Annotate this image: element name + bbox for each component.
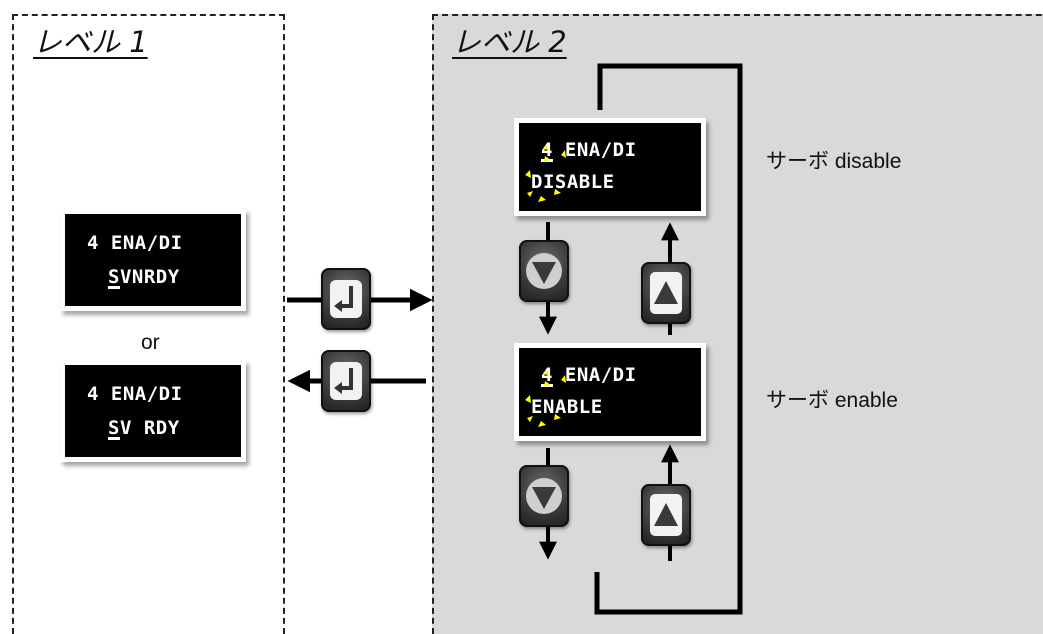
down-key-lower[interactable] bbox=[519, 465, 569, 527]
lcd-line2: DISABLE bbox=[531, 173, 615, 192]
level1-title: レベル 1 bbox=[33, 25, 148, 59]
down-key-upper[interactable] bbox=[519, 240, 569, 302]
lcd-line1: 4 ENA/DI bbox=[87, 383, 183, 405]
lcd-enable: 4 ENA/DI ENABLE bbox=[514, 343, 706, 441]
blink-char: E bbox=[531, 396, 543, 418]
down-triangle-icon bbox=[526, 253, 562, 289]
lcd-line2: ENABLE bbox=[531, 398, 603, 417]
or-label: or bbox=[141, 331, 160, 354]
label-servo-disable: サーボ disable bbox=[766, 150, 902, 173]
label-servo-enable: サーボ enable bbox=[766, 389, 898, 412]
lcd-line2-rest: V RDY bbox=[119, 417, 180, 439]
cursor-char: S bbox=[108, 266, 120, 288]
blink-marks bbox=[525, 370, 566, 427]
level1-panel bbox=[12, 14, 285, 634]
lcd-line2-rest: ISABLE bbox=[542, 171, 615, 193]
lcd-line2: SVNRDY bbox=[108, 268, 180, 287]
lcd-line1-rest: ENA/DI bbox=[552, 364, 637, 386]
up-key-lower[interactable] bbox=[641, 484, 691, 546]
blink-marks bbox=[525, 145, 566, 202]
loop-line bbox=[594, 63, 743, 615]
lcd-line2-rest: NABLE bbox=[542, 396, 603, 418]
down-triangle-icon bbox=[526, 478, 562, 514]
lcd-line1: 4 ENA/DI bbox=[541, 366, 637, 385]
lcd-svnrdy: 4 ENA/DI SVNRDY bbox=[60, 209, 246, 311]
cursor-char: 4 bbox=[541, 139, 553, 161]
enter-icon bbox=[330, 362, 362, 400]
cursor-char: S bbox=[108, 417, 120, 439]
enter-key-back[interactable] bbox=[321, 350, 371, 412]
lcd-line2-rest: VNRDY bbox=[119, 266, 180, 288]
up-triangle-icon bbox=[650, 494, 682, 536]
lcd-line1-rest: ENA/DI bbox=[552, 139, 637, 161]
lcd-disable: 4 ENA/DI DISABLE bbox=[514, 118, 706, 216]
lcd-line1: 4 ENA/DI bbox=[87, 232, 183, 254]
enter-icon bbox=[330, 280, 362, 318]
lcd-line1: 4 ENA/DI bbox=[541, 141, 637, 160]
enter-key-forward[interactable] bbox=[321, 268, 371, 330]
up-triangle-icon bbox=[650, 272, 682, 314]
cursor-char: 4 bbox=[541, 364, 553, 386]
blink-char: D bbox=[531, 171, 543, 193]
up-key-upper[interactable] bbox=[641, 262, 691, 324]
level2-title: レベル 2 bbox=[452, 25, 567, 59]
lcd-sv-rdy: 4 ENA/DI SV RDY bbox=[60, 360, 246, 462]
lcd-line2: SV RDY bbox=[108, 419, 180, 438]
